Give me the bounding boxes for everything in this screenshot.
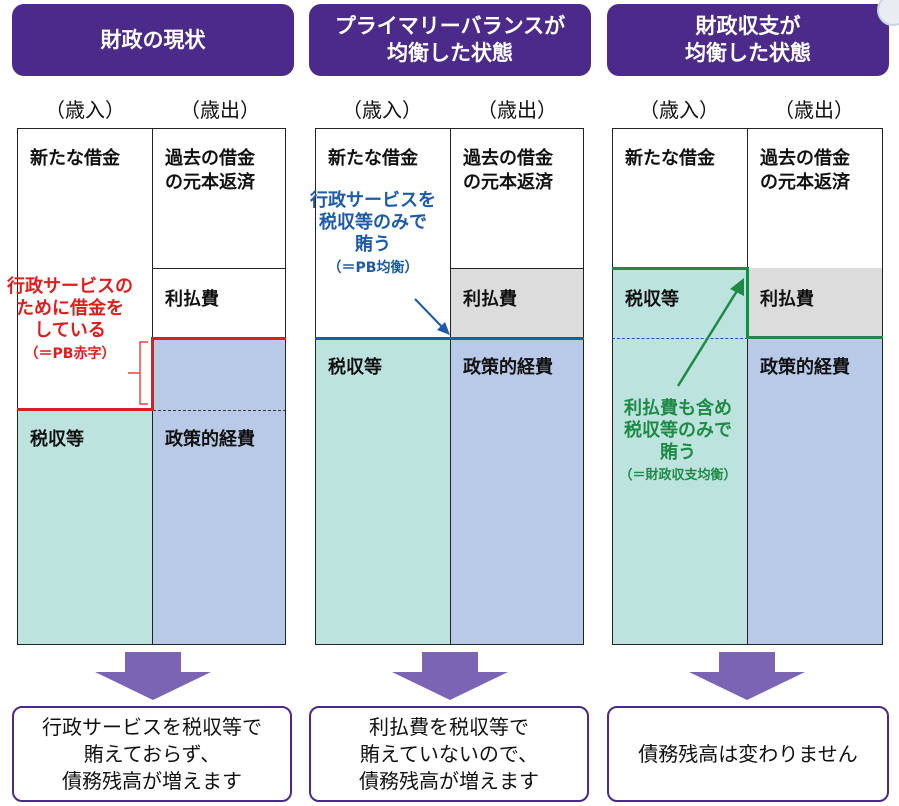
panel1-new-borrowing-label: 新たな借金 xyxy=(30,148,120,169)
panel3-green-vertical-line xyxy=(746,267,749,339)
panel2-principal-label-1: 過去の借金 xyxy=(463,148,553,169)
panel3-revenue-label: （歳入） xyxy=(639,98,719,122)
panel1-red-top-line xyxy=(151,337,286,340)
panel2-result-line1: 利払費を税収等で xyxy=(369,714,529,739)
panel2-interest-label: 利払費 xyxy=(463,289,517,310)
panel2-outer-border xyxy=(315,128,584,645)
panel3-principal-label-2: の元本返済 xyxy=(760,172,850,193)
panel1-tax-label: 税収等 xyxy=(30,429,84,450)
panel3-right-interest-block xyxy=(748,268,883,338)
panel3-down-arrow-icon xyxy=(689,652,805,700)
panel1-expenditure-label: （歳出） xyxy=(180,98,260,122)
panel1-bracket xyxy=(128,341,148,405)
panel1-result-box: 行政サービスを税収等で 賄えておらず、 債務残高が増えます xyxy=(12,706,292,802)
panel1-policy-label: 政策的経費 xyxy=(165,429,255,450)
panel1-left-borrowing-block xyxy=(17,128,153,410)
panel1-principal-label-2: の元本返済 xyxy=(165,172,255,193)
corner-badge-icon xyxy=(877,0,899,26)
panel3-note-arrow xyxy=(676,278,744,387)
panel2-header: プライマリーバランスが 均衡した状態 xyxy=(309,4,591,76)
panel3-result-line1: 債務残高は変わりません xyxy=(638,741,858,766)
panel2-new-borrowing-label: 新たな借金 xyxy=(328,148,418,169)
panel3-right-principal-block xyxy=(748,128,883,268)
panel3-green-top-line xyxy=(612,267,749,270)
panel2-result-line2: 賄えていないので、 xyxy=(359,741,539,766)
panel3-right-policy-block xyxy=(748,338,883,645)
panel2-down-arrow-icon xyxy=(392,652,508,700)
panel2-right-principal-block xyxy=(451,128,584,268)
panel2-right-policy-block xyxy=(451,338,584,645)
panel3-new-borrowing-label: 新たな借金 xyxy=(625,148,715,169)
panel3-header: 財政収支が 均衡した状態 xyxy=(607,4,889,76)
panel1-principal-label-1: 過去の借金 xyxy=(165,148,255,169)
panel1-revenue-label: （歳入） xyxy=(45,98,125,122)
panel1-dashed-line xyxy=(153,410,286,411)
panel1-note-line2: ために借金を xyxy=(16,298,124,319)
panel2-principal-divider xyxy=(451,268,584,269)
panel2-pb-note: 行政サービスを 税収等のみで 賄う （＝PB均衡） xyxy=(290,190,456,280)
panel1-down-arrow-icon xyxy=(95,652,211,700)
panel1-right-principal-block xyxy=(153,128,286,268)
panel2-note-sub: （＝PB均衡） xyxy=(327,260,419,276)
panel3-header-line2: 均衡した状態 xyxy=(685,41,811,65)
panel2-column-divider xyxy=(450,128,451,645)
panel1-red-vertical-line xyxy=(151,337,154,411)
panel3-note-line2: 税収等のみで xyxy=(624,420,732,441)
panel3-header-line1: 財政収支が xyxy=(695,14,801,38)
panel3-policy-label: 政策的経費 xyxy=(760,357,850,378)
panel3-left-tax-block xyxy=(612,268,748,645)
panel1-right-interest-block xyxy=(153,268,286,338)
panel1-result-line1: 行政サービスを税収等で xyxy=(42,714,262,739)
panel1-note-line3: している xyxy=(34,320,106,341)
panel1-result-line3: 債務残高が増えます xyxy=(62,768,242,793)
panel3-interest-label: 利払費 xyxy=(760,289,814,310)
panel3-principal-label-1: 過去の借金 xyxy=(760,148,850,169)
panel2-note-arrow xyxy=(414,298,450,335)
panel3-note-sub: （＝財政収支均衡） xyxy=(619,468,737,483)
panel2-note-line3: 賄う xyxy=(355,234,391,255)
panel2-header-line1: プライマリーバランスが xyxy=(334,14,566,38)
panel1-red-bottom-line xyxy=(17,408,154,411)
panel2-right-interest-block xyxy=(451,268,584,338)
panel3-dashed-line xyxy=(612,338,748,339)
panel2-header-line2: 均衡した状態 xyxy=(387,41,513,65)
panel3-tax-label: 税収等 xyxy=(625,289,679,310)
panel1-deficit-note: 行政サービスの ために借金を している （＝PB赤字） xyxy=(0,276,170,366)
panel2-result-line3: 債務残高が増えます xyxy=(359,768,539,793)
panel2-tax-label: 税収等 xyxy=(328,357,382,378)
panel2-expenditure-label: （歳出） xyxy=(477,98,557,122)
panel2-principal-label-2: の元本返済 xyxy=(463,172,553,193)
panel2-left-tax-block xyxy=(315,338,451,645)
panel3-note-line3: 賄う xyxy=(660,442,696,463)
panel1-result-line2: 賄えておらず、 xyxy=(83,741,221,766)
panel2-revenue-label: （歳入） xyxy=(342,98,422,122)
panel2-note-line2: 税収等のみで xyxy=(319,212,427,233)
panel3-green-bottom-line xyxy=(746,336,883,339)
panel1-header-line1: 財政の現状 xyxy=(100,27,206,52)
panel3-note-line1: 利払費も含め xyxy=(624,398,732,419)
panel1-left-tax-block xyxy=(17,410,153,645)
panel1-note-sub: （＝PB赤字） xyxy=(24,346,116,362)
panel2-result-box: 利払費を税収等で 賄えていないので、 債務残高が増えます xyxy=(309,706,589,802)
panel2-left-borrowing-block xyxy=(315,128,451,338)
panel1-header: 財政の現状 xyxy=(12,4,294,76)
panel1-right-policy-block xyxy=(153,338,286,645)
panel3-result-box: 債務残高は変わりません xyxy=(607,706,889,802)
panel3-balance-note: 利払費も含め 税収等のみで 賄う （＝財政収支均衡） xyxy=(590,398,766,488)
panel3-column-divider xyxy=(747,128,748,645)
panel2-policy-label: 政策的経費 xyxy=(463,357,553,378)
panel1-principal-divider xyxy=(153,268,286,269)
panel2-pb-line xyxy=(315,337,584,340)
panel3-left-borrowing-block xyxy=(612,128,748,268)
panel1-note-line1: 行政サービスの xyxy=(7,276,133,297)
panel1-interest-label: 利払費 xyxy=(165,289,219,310)
panel2-note-line1: 行政サービスを xyxy=(310,190,436,211)
panel3-expenditure-label: （歳出） xyxy=(774,98,854,122)
panel1-outer-border xyxy=(17,128,286,645)
